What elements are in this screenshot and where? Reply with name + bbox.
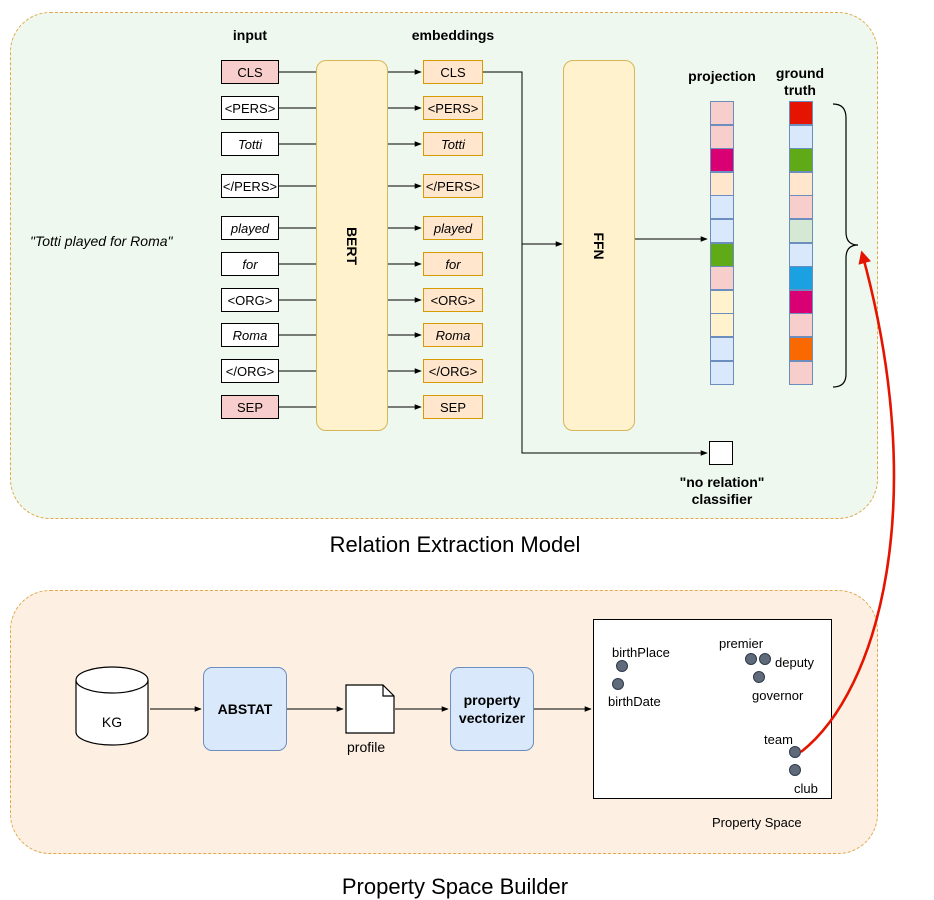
- ground-truth-cell: [789, 360, 813, 385]
- embedding-token: <ORG>: [423, 288, 483, 312]
- projection-cell: [710, 242, 734, 267]
- input-token: for: [221, 252, 279, 276]
- input-token: <ORG>: [221, 288, 279, 312]
- ground-truth-cell: [789, 266, 813, 291]
- projection-cell: [710, 360, 734, 385]
- input-token: SEP: [221, 395, 279, 419]
- ffn-block: FFN: [563, 60, 635, 431]
- input-token: </PERS>: [221, 174, 279, 198]
- ground-truth-cell: [789, 101, 813, 125]
- input-token: Roma: [221, 323, 279, 347]
- profile-label: profile: [347, 739, 386, 755]
- ground-truth-header: ground truth: [775, 65, 825, 98]
- point-marker: [759, 653, 771, 665]
- point-marker: [616, 660, 628, 672]
- projection-cell: [710, 124, 734, 149]
- projection-cell: [710, 266, 734, 291]
- point-label: birthDate: [608, 694, 661, 709]
- projection-cell: [710, 171, 734, 196]
- no-relation-classifier-box: [709, 441, 733, 465]
- input-token: </ORG>: [221, 359, 279, 383]
- point-label: premier: [719, 636, 764, 651]
- ground-truth-cell: [789, 313, 813, 338]
- ground-truth-cell: [789, 219, 813, 243]
- no-relation-classifier-label: "no relation" classifier: [679, 474, 765, 507]
- projection-cell: [710, 289, 734, 314]
- point-label: club: [794, 781, 818, 796]
- point-marker: [789, 764, 801, 776]
- point-label: team: [764, 732, 793, 747]
- point-marker: [789, 746, 801, 758]
- projection-cell: [710, 313, 734, 338]
- embedding-token: <PERS>: [423, 96, 483, 120]
- embedding-token: played: [423, 216, 483, 240]
- abstat-block: ABSTAT: [203, 667, 287, 751]
- projection-cell: [710, 101, 734, 125]
- relation-extraction-title: Relation Extraction Model: [329, 532, 581, 557]
- embedding-token: </ORG>: [423, 359, 483, 383]
- input-token: played: [221, 216, 279, 240]
- property-space-label: Property Space: [712, 815, 802, 830]
- kg-database-icon: KG: [75, 666, 149, 746]
- profile-document-icon: [345, 684, 395, 734]
- input-header: input: [232, 27, 268, 43]
- ground-truth-cell: [789, 195, 813, 220]
- point-label: birthPlace: [612, 645, 670, 660]
- embedding-token: for: [423, 252, 483, 276]
- embedding-token: CLS: [423, 60, 483, 84]
- point-label: governor: [752, 688, 804, 703]
- projection-cell: [710, 148, 734, 173]
- point-marker: [612, 678, 624, 690]
- projection-header: projection: [688, 68, 756, 84]
- ground-truth-cell: [789, 289, 813, 314]
- input-token: <PERS>: [221, 96, 279, 120]
- point-marker: [753, 671, 765, 683]
- property-vectorizer-block: property vectorizer: [450, 667, 534, 751]
- input-token: CLS: [221, 60, 279, 84]
- property-space-builder-title: Property Space Builder: [341, 874, 569, 899]
- input-token: Totti: [221, 132, 279, 156]
- point-label: deputy: [775, 655, 815, 670]
- embedding-token: SEP: [423, 395, 483, 419]
- embeddings-header: embeddings: [411, 27, 495, 43]
- projection-cell: [710, 219, 734, 243]
- point-marker: [745, 653, 757, 665]
- bert-block: BERT: [316, 60, 388, 431]
- embedding-token: Roma: [423, 323, 483, 347]
- kg-label: KG: [101, 714, 123, 730]
- projection-cell: [710, 195, 734, 220]
- input-sentence: "Totti played for Roma": [30, 233, 173, 249]
- ground-truth-cell: [789, 124, 813, 149]
- ground-truth-cell: [789, 171, 813, 196]
- ground-truth-cell: [789, 242, 813, 267]
- embedding-token: </PERS>: [423, 174, 483, 198]
- projection-cell: [710, 337, 734, 361]
- ground-truth-cell: [789, 337, 813, 361]
- ground-truth-cell: [789, 148, 813, 173]
- embedding-token: Totti: [423, 132, 483, 156]
